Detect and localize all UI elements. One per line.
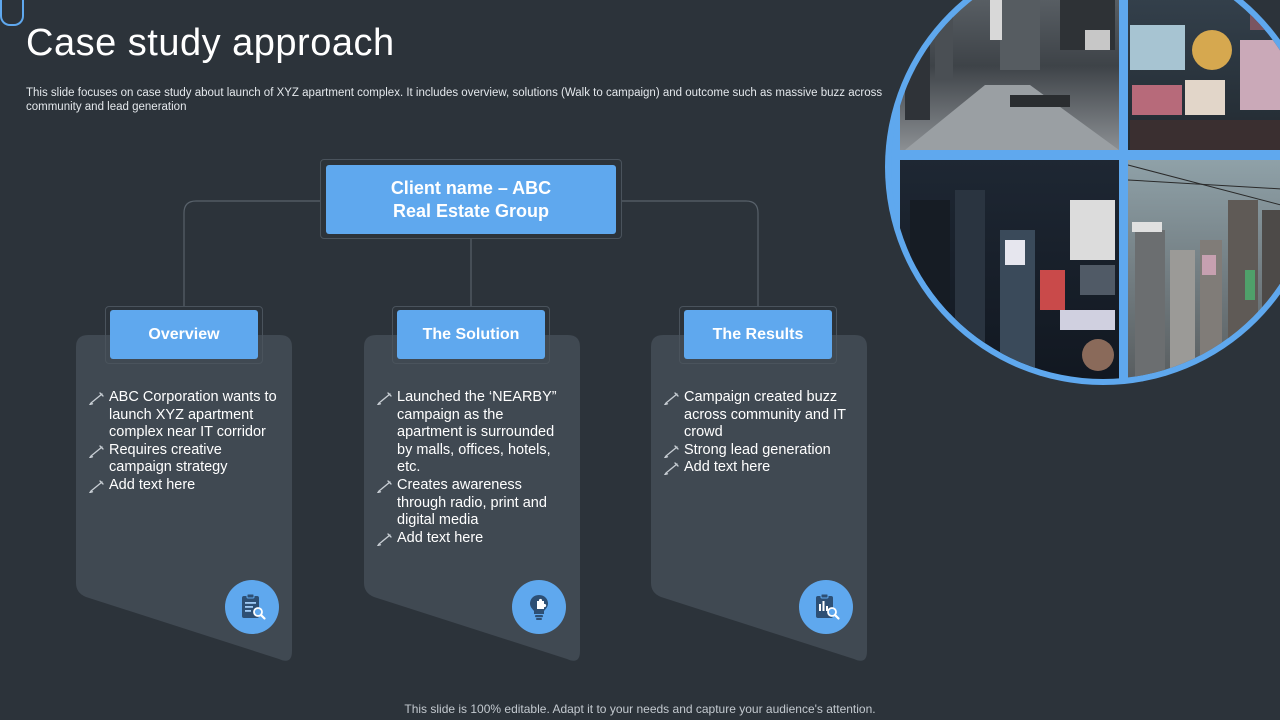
footer-note: This slide is 100% editable. Adapt it to… [404,702,876,716]
overview-heading[interactable]: Overview [110,310,258,359]
report-chart-magnifier-icon [799,580,853,634]
pen-icon [664,462,679,476]
results-heading[interactable]: The Results [684,310,832,359]
list-item: Campaign created buzz across community a… [664,389,854,442]
page-subtitle: This slide focuses on case study about l… [26,87,883,113]
solution-card [364,335,580,663]
list-item: Requires creative campaign strategy [89,442,279,477]
pen-icon [377,392,392,405]
overview-bullets: ABC Corporation wants to launch XYZ apar… [89,389,279,495]
pen-icon [664,392,679,405]
page-title: Case study approach [26,22,395,64]
overview-heading-frame [105,306,263,364]
client-name-label: Client name – ABC Real Estate Group [390,177,552,221]
pen-icon [377,480,392,493]
list-item: Creates awareness through radio, print a… [377,477,567,530]
results-card [651,335,867,663]
overview-card [76,335,292,663]
pen-icon [89,445,104,458]
list-item: Strong lead generation [664,442,854,460]
client-name-frame [320,159,622,239]
lightbulb-puzzle-icon [512,580,566,634]
list-item: Add text here [89,477,279,495]
list-item: Launched the ‘NEARBY” campaign as the ap… [377,389,567,477]
solution-bullets: Launched the ‘NEARBY” campaign as the ap… [377,389,567,547]
list-item: ABC Corporation wants to launch XYZ apar… [89,389,279,442]
list-item: Add text here [664,459,854,477]
list-item: Add text here [377,530,567,548]
pen-icon [89,480,104,493]
results-bullets: Campaign created buzz across community a… [664,389,854,477]
pen-icon [89,392,104,405]
client-name-box[interactable]: Client name – ABC Real Estate Group [326,165,616,234]
clipboard-search-icon [225,580,279,634]
corner-tab-decoration [0,0,24,26]
results-heading-frame [679,306,837,364]
solution-heading[interactable]: The Solution [397,310,545,359]
pen-icon [664,445,679,458]
pen-icon [377,533,392,546]
solution-heading-frame [392,306,550,364]
